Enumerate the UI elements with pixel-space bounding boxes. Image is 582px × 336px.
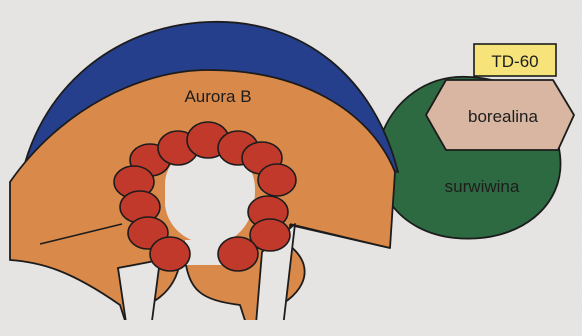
aurora-b-label: Aurora B xyxy=(184,87,251,106)
bottom-margin xyxy=(0,320,582,336)
bead xyxy=(258,164,296,196)
bead xyxy=(150,237,190,271)
td60-label: TD-60 xyxy=(491,52,538,71)
borealina-label: borealina xyxy=(468,107,538,126)
bead xyxy=(218,237,258,271)
surwiwina-label: surwiwina xyxy=(445,177,520,196)
